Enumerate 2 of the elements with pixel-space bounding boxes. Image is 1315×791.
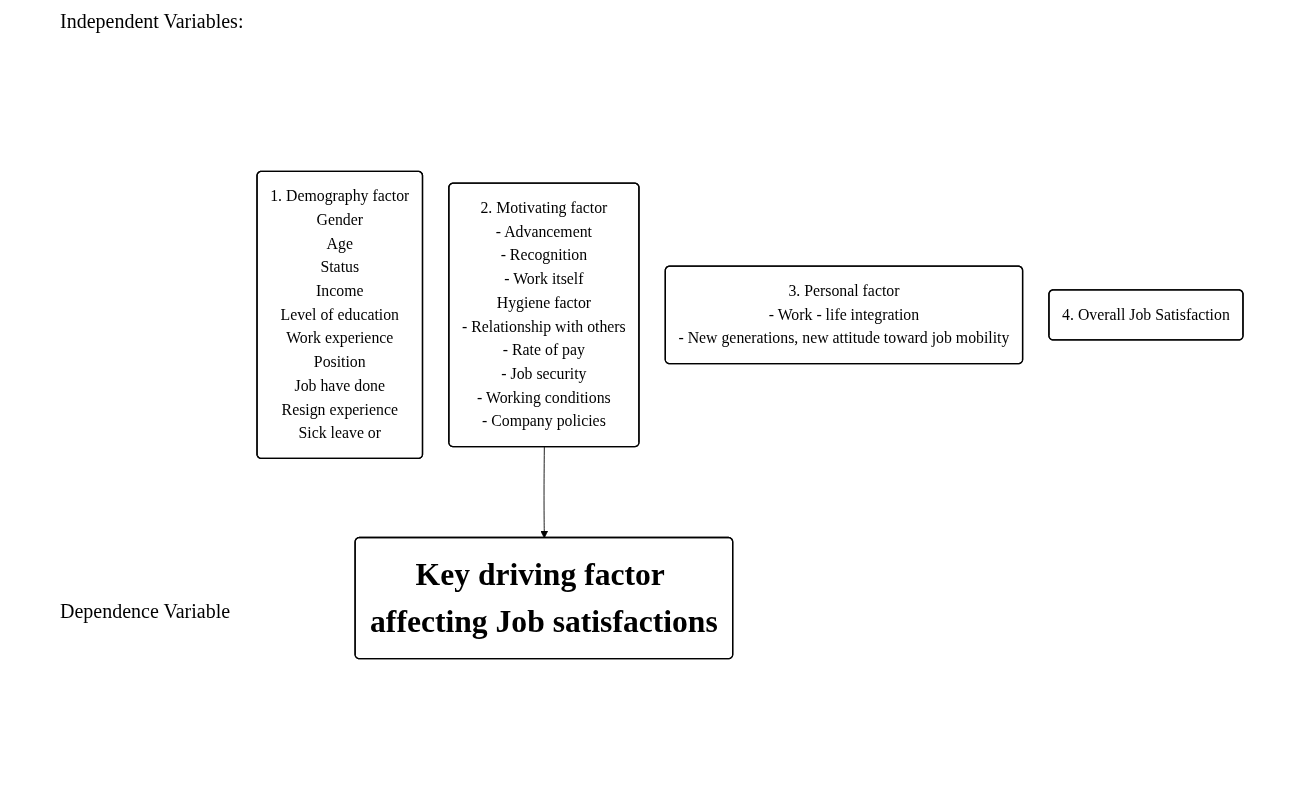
section-heading: Dependence Variable [60, 600, 231, 623]
section-heading: Independent Variables: [60, 10, 244, 33]
